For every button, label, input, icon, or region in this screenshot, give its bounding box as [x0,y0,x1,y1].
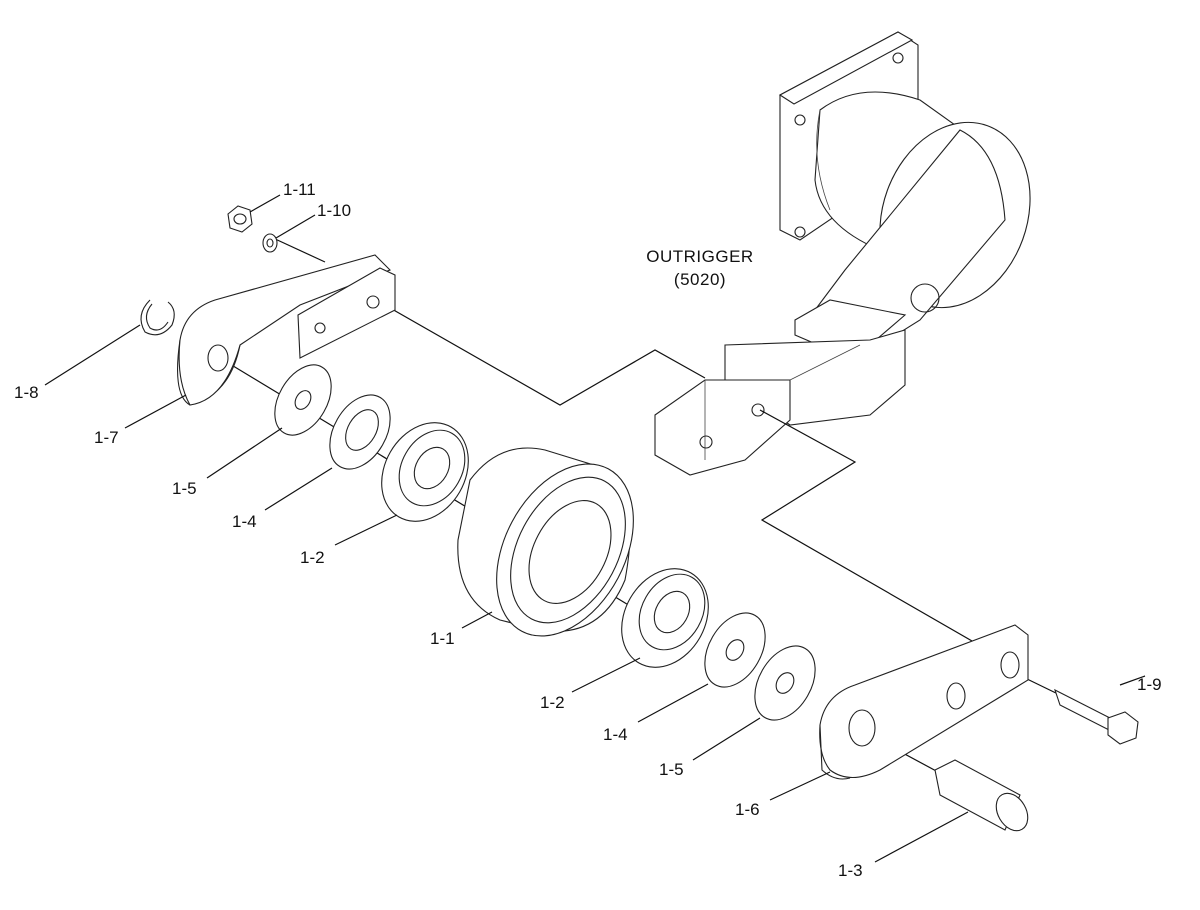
callout-1-2-right: 1-2 [540,693,565,712]
callout-1-10: 1-10 [317,201,351,220]
callout-1-5-left: 1-5 [172,479,197,498]
callout-1-7: 1-7 [94,428,119,447]
left-bracket [177,254,396,406]
leader-lines [44,194,1146,863]
bolt [1054,688,1139,745]
right-bracket [819,624,1029,780]
right-bearing [621,568,709,668]
callout-1-3: 1-3 [838,861,863,880]
callout-1-9: 1-9 [1137,675,1162,694]
callout-1-6: 1-6 [735,800,760,819]
callout-1-11: 1-11 [283,180,316,199]
pin [934,759,1029,832]
wheel [457,447,634,637]
outrigger-title: OUTRIGGER [646,247,753,266]
right-washers [704,612,816,721]
callout-1-8: 1-8 [14,383,39,402]
outrigger-assembly [654,31,1031,476]
callout-1-4-right: 1-4 [603,725,628,744]
outrigger-subtitle: (5020) [674,270,726,289]
left-washers [274,364,391,470]
left-bearing [381,422,469,522]
callout-1-4-left: 1-4 [232,512,257,531]
callout-1-5-right: 1-5 [659,760,684,779]
hardware-small-parts [140,205,278,336]
callout-1-1: 1-1 [430,629,455,648]
callout-1-2-left: 1-2 [300,548,325,567]
